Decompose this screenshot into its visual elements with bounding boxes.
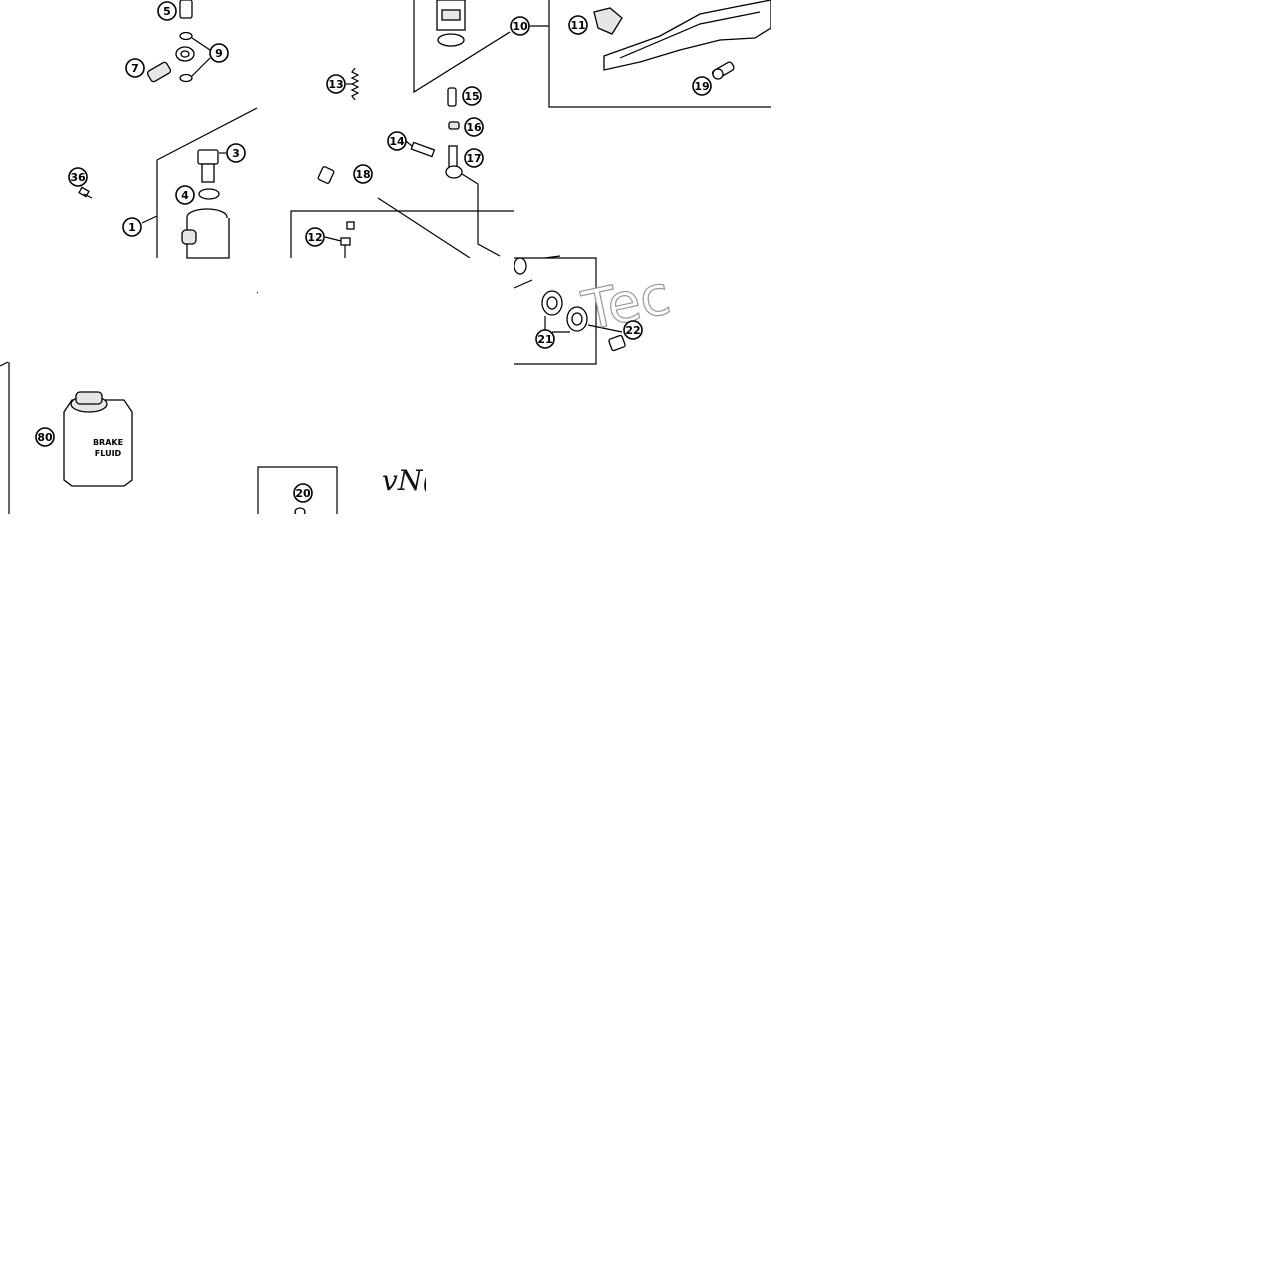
callout-number: 12 (307, 231, 322, 244)
callout-circle (157, 1, 177, 21)
callout-number: 17 (466, 152, 481, 165)
callout-circle (623, 320, 643, 340)
callout-14: 14 (387, 131, 407, 151)
bleed-parts (405, 87, 501, 257)
callout-5: 5 (157, 1, 177, 21)
callout-10: 10 (510, 16, 530, 36)
callout-19: 19 (692, 76, 712, 96)
callout-circle (464, 117, 484, 137)
piston-assembly (436, 0, 466, 47)
callout-number: 16 (466, 121, 482, 134)
callout-circle (510, 16, 530, 36)
screw-36 (78, 186, 93, 199)
callout-circle (175, 185, 195, 205)
callout-17: 17 (464, 148, 484, 168)
bearings (513, 255, 626, 352)
callout-3: 3 (226, 143, 246, 163)
callout-number: 80 (37, 431, 53, 444)
callout-circle (462, 86, 482, 106)
brake-hose (118, 0, 211, 119)
callout-circle (226, 143, 246, 163)
callout-circle (293, 483, 313, 503)
can-label-line2: FLUID (95, 449, 122, 458)
callout-circle (305, 227, 325, 247)
callout-13: 13 (326, 74, 346, 94)
callout-number: 22 (625, 324, 640, 337)
callout-number: 18 (355, 168, 370, 181)
callout-circle (326, 74, 346, 94)
callout-21: 21 (535, 329, 555, 349)
brake-pedal (593, 0, 772, 80)
callout-number: 10 (512, 20, 528, 33)
callout-22: 22 (623, 320, 643, 340)
callout-circle (692, 76, 712, 96)
callout-number: 19 (694, 80, 709, 93)
callout-9: 9 (209, 43, 229, 63)
callout-12: 12 (305, 227, 325, 247)
callout-labels: 5 7 9 3 4 1 36 13 18 14 15 16 17 10 11 19 12 21 22 80 20 (35, 1, 712, 503)
callout-number: 13 (328, 78, 343, 91)
callout-number: 9 (215, 47, 223, 60)
callout-number: 7 (131, 62, 139, 75)
screw-12 (324, 221, 355, 258)
callout-circle (353, 164, 373, 184)
callout-circle (122, 217, 142, 237)
callout-circle (35, 427, 55, 447)
callout-15: 15 (462, 86, 482, 106)
callout-circle (125, 58, 145, 78)
callout-circle (387, 131, 407, 151)
callout-circle (535, 329, 555, 349)
callout-number: 15 (464, 90, 479, 103)
master-cylinder (181, 149, 230, 259)
callout-18: 18 (353, 164, 373, 184)
callout-16: 16 (464, 117, 484, 137)
callout-circle (464, 148, 484, 168)
callout-36: 36 (68, 167, 88, 187)
callout-number: 14 (389, 135, 405, 148)
bolt-18 (317, 166, 471, 259)
can-label-line1: BRAKE (93, 438, 123, 447)
callout-80: 80 (35, 427, 55, 447)
callout-number: 3 (232, 147, 240, 160)
callout-20: 20 (293, 483, 313, 503)
callout-circle (209, 43, 229, 63)
callout-number: 20 (295, 487, 311, 500)
callout-number: 21 (537, 333, 552, 346)
callout-1: 1 (122, 217, 142, 237)
callout-4: 4 (175, 185, 195, 205)
brake-fluid-can: BRAKE FLUID (63, 391, 133, 487)
spring-13 (346, 67, 360, 101)
watermark-vn: vN( (382, 464, 434, 497)
callout-circle (68, 167, 88, 187)
callout-number: 1 (128, 221, 136, 234)
callout-7: 7 (125, 58, 145, 78)
callout-number: 11 (570, 19, 585, 32)
callout-number: 5 (163, 5, 171, 18)
callout-number: 36 (70, 171, 86, 184)
callout-11: 11 (568, 15, 588, 35)
callout-circle (568, 15, 588, 35)
frame-lines (0, 0, 771, 514)
callout-number: 4 (181, 189, 189, 202)
